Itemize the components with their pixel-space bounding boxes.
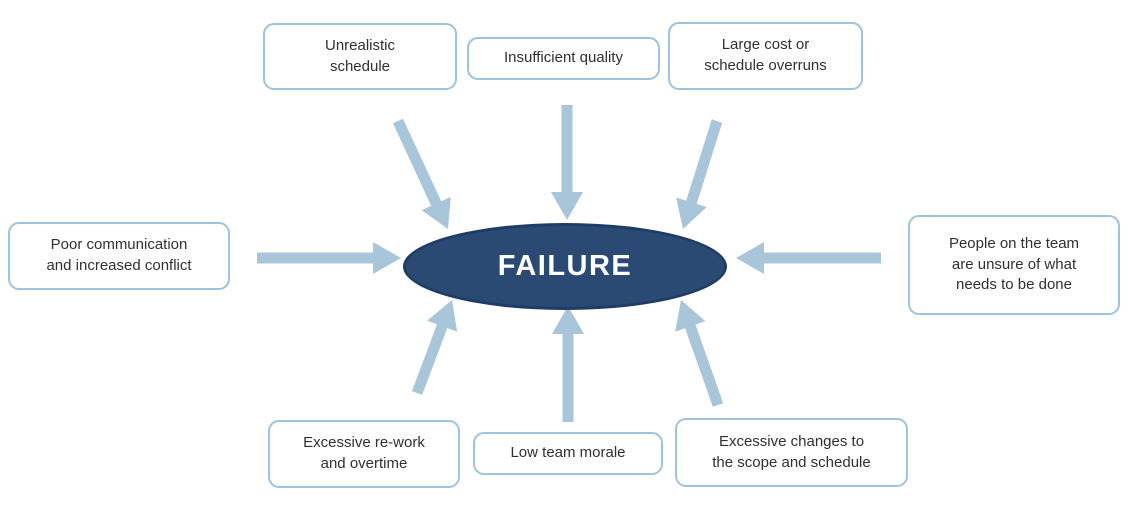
cause-label: Low team morale [510, 444, 626, 462]
arrow-unrealistic-schedule-icon [393, 118, 451, 229]
failure-label: FAILURE [497, 250, 633, 282]
cause-box-insufficient-quality: Insufficient quality [467, 37, 660, 80]
failure-ellipse: FAILURE [403, 223, 727, 310]
arrow-excessive-rework-icon [411, 300, 458, 395]
arrow-low-team-morale-icon [552, 306, 584, 422]
cause-box-low-team-morale: Low team morale [473, 432, 663, 475]
arrow-team-unsure-icon [736, 242, 881, 274]
cause-label: Insufficient quality [504, 49, 623, 67]
arrow-poor-communication-icon [257, 242, 401, 274]
arrow-excessive-changes-icon [675, 300, 724, 407]
arrow-insufficient-quality-icon [551, 105, 583, 220]
arrow-cost-schedule-overruns-icon [676, 119, 723, 229]
